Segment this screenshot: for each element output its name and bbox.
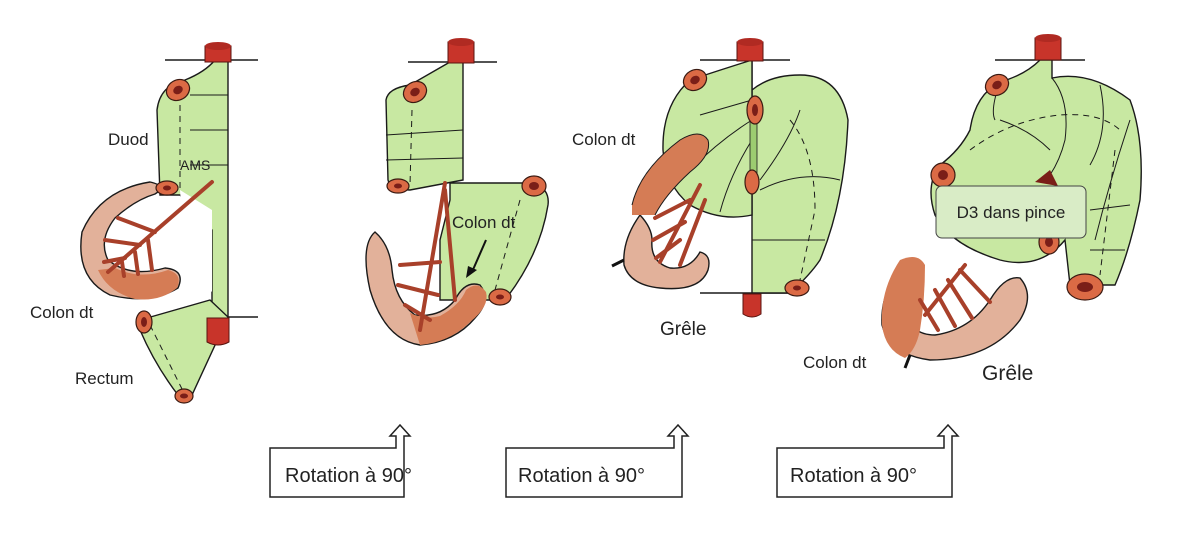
rotation-label: Rotation à 90°: [790, 465, 917, 487]
rotation-box: [505, 423, 690, 498]
colon-ring-bottom: [488, 288, 512, 306]
rotation-step-2: Rotation à 90°: [505, 423, 690, 498]
right-colon: [881, 256, 925, 358]
stage-3: Colon dt Grêle: [572, 38, 849, 340]
small-bowel: [623, 213, 710, 290]
label-small-bowel: Grêle: [660, 319, 706, 340]
label-small-bowel: Grêle: [982, 362, 1033, 385]
right-colon-segment: [98, 268, 179, 300]
duodenum-ring: [165, 78, 191, 102]
cecum-marker: [903, 354, 912, 369]
duodenum-ring: [984, 73, 1010, 97]
aorta-bottom: [742, 293, 762, 318]
label-right-colon: Colon dt: [803, 353, 867, 372]
duodenum-end-ring: [155, 180, 179, 196]
duodenum-end-ring: [386, 178, 410, 194]
mesentery-upper: [385, 61, 464, 191]
label-right-colon: Colon dt: [452, 213, 516, 232]
rotation-box: [776, 423, 960, 498]
rotation-step-3: Rotation à 90°: [776, 423, 960, 498]
rectum-mesentery: [139, 299, 229, 396]
label-right-colon: Colon dt: [30, 303, 94, 322]
pointer-arrow: [471, 239, 487, 273]
mesentery-gap: [180, 190, 212, 292]
duodenum-d3: [1035, 170, 1058, 186]
colon-ring-left: [930, 162, 956, 188]
rotation-box: [269, 423, 412, 498]
mesentery: [930, 59, 1142, 286]
stage-2: Colon dt: [365, 38, 549, 346]
colon-ring-bottom: [784, 279, 810, 297]
stage-1: Duod AMS Colon dt Rectum: [30, 42, 258, 404]
aorta-bottom: [206, 317, 230, 346]
mesentery-right: [751, 60, 849, 294]
colon-ring-top: [521, 175, 547, 197]
cecum-marker: [611, 258, 625, 268]
callout-d3: D3 dans pince: [935, 185, 1087, 239]
right-colon-segment: [410, 285, 487, 345]
colon-ring-bottom: [1066, 273, 1104, 301]
rectum-ring: [174, 388, 194, 404]
rotation-step-1: Rotation à 90°: [269, 423, 412, 498]
colon-ring-low: [744, 169, 760, 195]
rotation-label: Rotation à 90°: [518, 465, 645, 487]
callout-text: D3 dans pince: [957, 203, 1066, 222]
stage-4: D3 dans pince Colon dt Grêle: [803, 34, 1142, 385]
mesentery-lower: [439, 182, 549, 301]
rotation-label: Rotation à 90°: [285, 465, 412, 487]
colon-ring: [135, 310, 153, 334]
duodenum-ring: [682, 68, 708, 92]
label-rectum: Rectum: [75, 369, 134, 388]
duodenum-ring: [402, 80, 428, 104]
label-right-colon: Colon dt: [572, 130, 636, 149]
label-sma: AMS: [180, 157, 210, 173]
label-duodenum: Duod: [108, 130, 149, 149]
colon-ring-mid: [746, 95, 764, 125]
right-colon: [632, 134, 709, 215]
